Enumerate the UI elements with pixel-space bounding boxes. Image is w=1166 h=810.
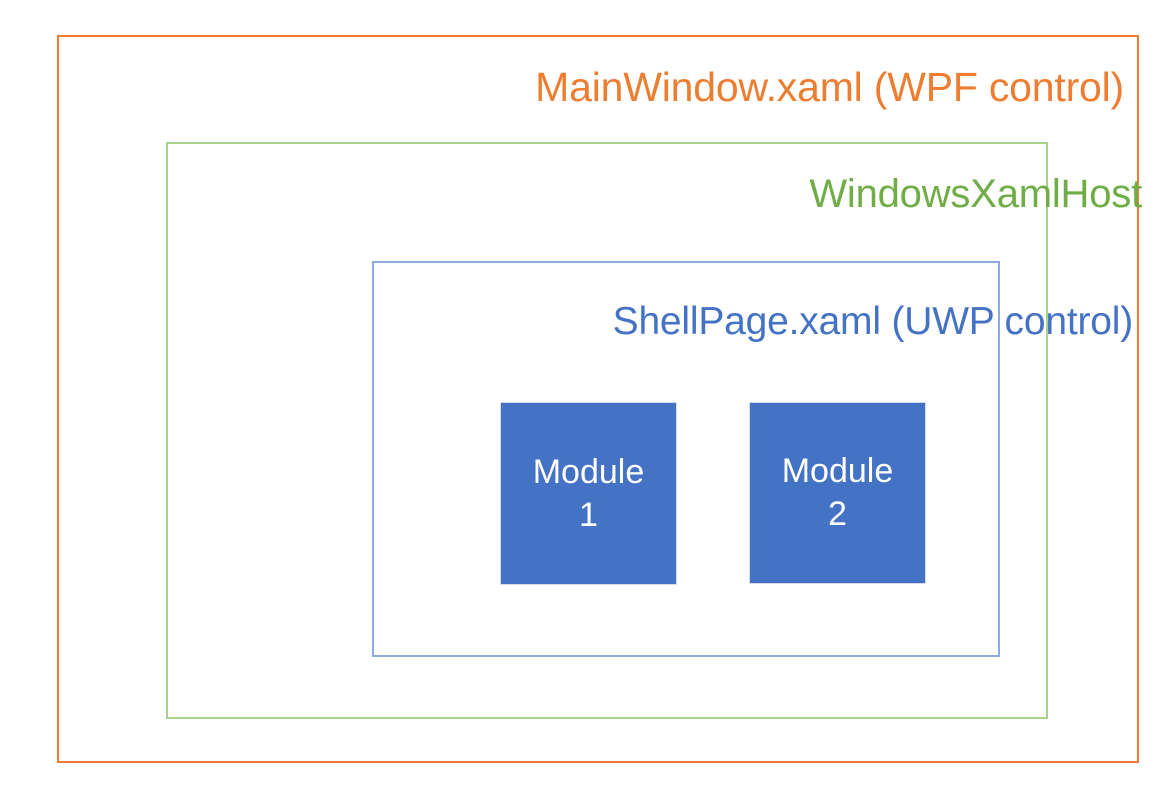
layer-label-shellpage: ShellPage.xaml (UWP control) — [612, 300, 1134, 343]
module-tile-1: Module 1 — [500, 402, 677, 585]
layer-label-windowsxamlhost: WindowsXamlHost — [809, 172, 1142, 216]
layer-label-mainwindow: MainWindow.xaml (WPF control) — [535, 64, 1124, 110]
module-tile-2-name: Module — [781, 452, 894, 491]
module-tile-2: Module 2 — [749, 402, 926, 584]
layer-box-windowsxamlhost — [166, 142, 1048, 719]
layer-box-mainwindow — [57, 35, 1139, 763]
module-tile-2-index: 2 — [828, 495, 847, 533]
module-tile-1-name: Module — [532, 452, 645, 491]
layer-box-shellpage — [372, 261, 1000, 657]
module-tile-1-index: 1 — [579, 495, 598, 534]
